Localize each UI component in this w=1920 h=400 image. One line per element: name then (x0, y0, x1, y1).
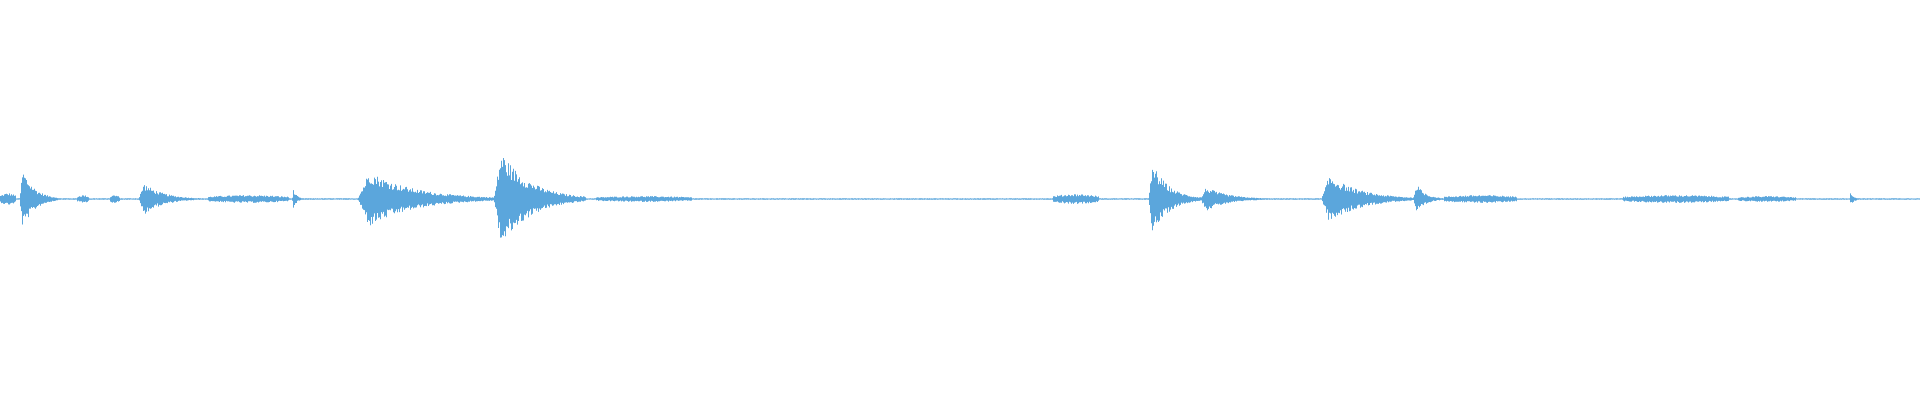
waveform-path (0, 158, 1920, 238)
